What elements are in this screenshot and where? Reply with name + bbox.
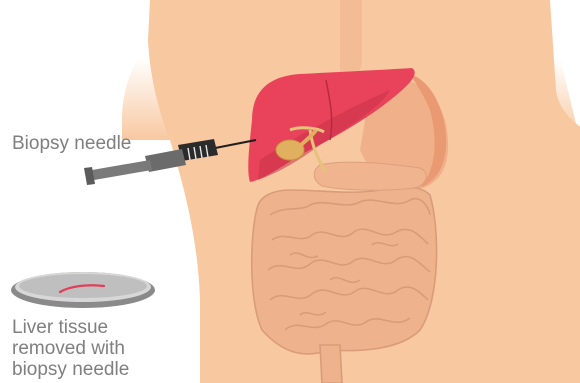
right-arm <box>478 58 580 140</box>
petri-dish <box>11 272 155 308</box>
tissue-label-line-1: Liver tissue <box>12 317 162 338</box>
tissue-label-line-2: removed with <box>12 338 162 359</box>
left-arm <box>122 58 214 140</box>
biopsy-needle-label: Biopsy needle <box>12 133 131 154</box>
tissue-removed-label: Liver tissue removed with biopsy needle <box>12 317 162 380</box>
tissue-label-line-3: biopsy needle <box>12 359 162 380</box>
pancreas <box>314 162 426 190</box>
